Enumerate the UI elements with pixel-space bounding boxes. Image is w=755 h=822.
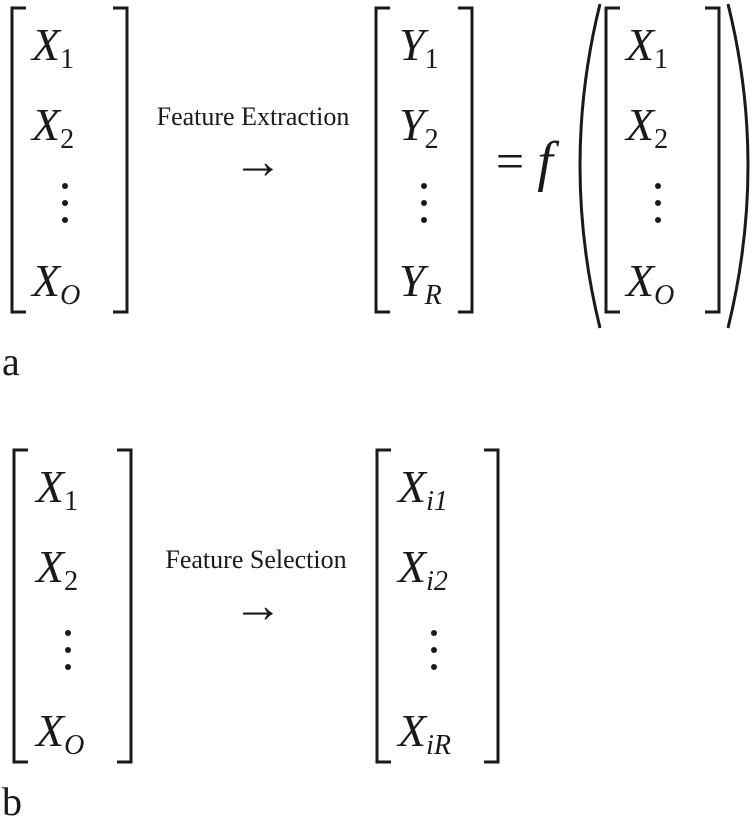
panel-b-output-vector: Xi1 Xi2 XiR	[375, 448, 500, 764]
panel-label: b	[2, 779, 22, 822]
left-bracket	[374, 6, 390, 314]
vector-entry: X1	[30, 19, 74, 75]
arrow-caption: Feature Extraction	[157, 102, 350, 131]
right-parenthesis	[726, 3, 750, 329]
vector-entry: XO	[624, 255, 674, 311]
right-bracket	[705, 6, 721, 314]
right-bracket	[484, 448, 500, 764]
vertical-ellipsis-icon	[62, 183, 68, 223]
vector-entry: Y1	[399, 19, 439, 75]
vector-entry: Xi2	[396, 541, 448, 597]
right-bracket	[117, 448, 133, 764]
vector-entry: X2	[624, 99, 668, 155]
vector-entry: YR	[399, 255, 442, 311]
left-bracket	[12, 448, 28, 764]
vector-entry: X1	[624, 19, 668, 75]
vector-entry: Y2	[399, 99, 439, 155]
panel-a-input-vector: X1 X2 XO	[10, 6, 129, 314]
right-arrow-icon: →	[233, 577, 283, 633]
panel-a-output-vector: Y1 Y2 YR	[374, 6, 474, 314]
vector-entry: XO	[30, 255, 80, 311]
arrow-caption: Feature Selection	[165, 545, 346, 574]
panel-b-input-vector: X1 X2 XO	[12, 448, 133, 764]
left-parenthesis	[578, 3, 602, 329]
vertical-ellipsis-icon	[431, 630, 437, 670]
function-symbol: f	[537, 131, 560, 193]
vertical-ellipsis-icon	[421, 183, 427, 223]
vector-entry: XO	[34, 705, 84, 761]
vector-entry: XiR	[396, 705, 451, 761]
panel-b: X1 X2 XO Feature Selection → Xi1 Xi2 XiR	[2, 448, 500, 822]
vector-entry: X2	[34, 541, 78, 597]
left-bracket	[604, 6, 620, 314]
left-bracket	[10, 6, 26, 314]
equals-sign: =	[496, 133, 524, 189]
panel-a-argument-vector: X1 X2 XO	[604, 6, 721, 314]
vertical-ellipsis-icon	[65, 630, 71, 670]
vertical-ellipsis-icon	[655, 183, 661, 223]
panel-a: X1 X2 XO Feature Extraction → Y1 Y2 YR	[2, 3, 750, 384]
vector-entry: X2	[30, 99, 74, 155]
right-bracket	[458, 6, 474, 314]
left-bracket	[375, 448, 391, 764]
right-arrow-icon: →	[233, 133, 283, 189]
panel-label: a	[2, 339, 20, 384]
vector-entry: X1	[34, 461, 78, 517]
right-bracket	[113, 6, 129, 314]
vector-entry: Xi1	[396, 461, 448, 517]
